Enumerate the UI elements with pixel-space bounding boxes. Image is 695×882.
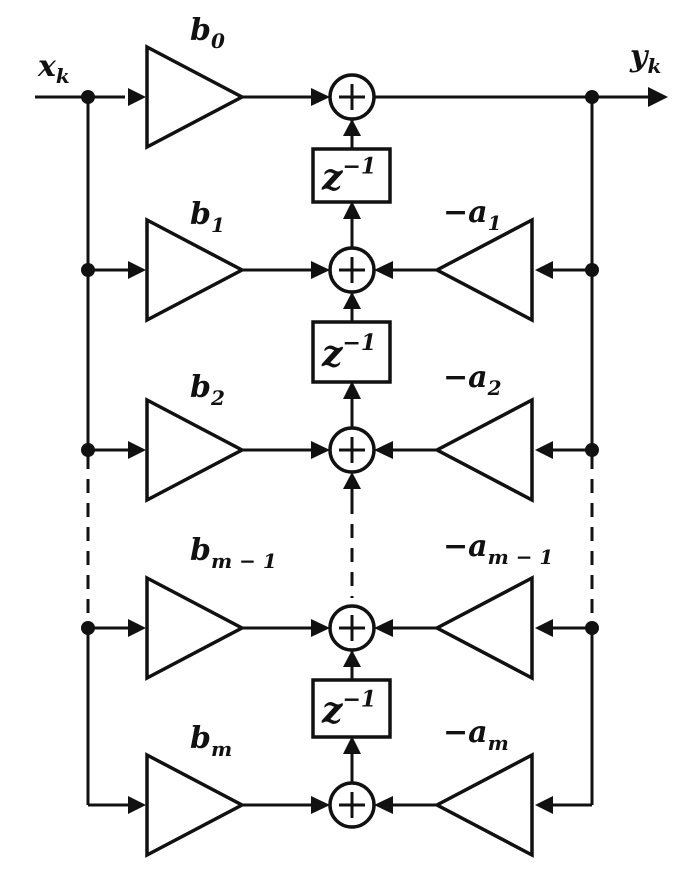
coefficient-a-label: −am bbox=[443, 715, 509, 755]
coefficient-b-label-subscript: m − 1 bbox=[211, 549, 277, 573]
delay-label: z−1 bbox=[321, 154, 376, 199]
arrow-up-icon bbox=[343, 650, 361, 667]
feedforward-gain-triangle bbox=[145, 575, 246, 681]
delay-label-exponent: −1 bbox=[342, 687, 376, 713]
arrow-left-icon bbox=[535, 796, 553, 814]
filter-stage: bm − 1−am − 1 bbox=[88, 529, 592, 681]
filter-stage: b0 bbox=[128, 13, 376, 150]
adder bbox=[328, 246, 376, 294]
coefficient-b-label-subscript: 1 bbox=[211, 213, 225, 237]
arrow-right-icon bbox=[128, 796, 146, 814]
arrow-right-icon bbox=[311, 441, 330, 459]
delay-label: z−1 bbox=[321, 330, 376, 375]
left-junction-dot bbox=[81, 90, 95, 104]
arrow-right-icon bbox=[128, 261, 146, 279]
coefficient-b-label-subscript: 0 bbox=[211, 29, 225, 53]
arrow-right-icon bbox=[128, 441, 146, 459]
adder bbox=[328, 73, 376, 121]
arrow-left-icon bbox=[535, 261, 553, 279]
delay-label: z−1 bbox=[321, 687, 376, 732]
arrow-right-icon bbox=[128, 88, 146, 106]
filter-stage: b1−a1 bbox=[88, 195, 592, 323]
feedback-gain-triangle bbox=[433, 397, 534, 503]
coefficient-a-label-subscript: 1 bbox=[488, 211, 502, 235]
coefficient-b-label: bm bbox=[190, 721, 232, 761]
coefficient-b-label: bm − 1 bbox=[190, 533, 277, 573]
adder bbox=[328, 604, 376, 652]
delay-element: z−1 bbox=[311, 650, 392, 783]
coefficient-a-label: −a2 bbox=[443, 360, 502, 400]
adder bbox=[328, 781, 376, 829]
feedback-gain-triangle bbox=[433, 217, 534, 323]
delay-label-exponent: −1 bbox=[342, 330, 376, 356]
delay-box bbox=[311, 678, 392, 739]
arrow-left-icon bbox=[374, 619, 393, 637]
feedback-gain-triangle bbox=[433, 575, 534, 681]
filter-stage: bm−am bbox=[88, 715, 592, 858]
delay-label-base: z bbox=[321, 157, 344, 199]
coefficient-b-label-base: b bbox=[190, 721, 211, 756]
arrow-right-icon bbox=[311, 261, 330, 279]
delay-label-exponent: −1 bbox=[342, 154, 376, 180]
arrow-up-icon bbox=[343, 292, 361, 309]
output-junction-dot bbox=[585, 90, 599, 104]
arrow-up-icon bbox=[343, 381, 361, 399]
feedback-gain-triangle bbox=[433, 752, 534, 858]
feedforward-gain-triangle bbox=[145, 752, 246, 858]
coefficient-b-label-base: b bbox=[190, 197, 211, 232]
arrow-up-icon bbox=[343, 119, 361, 136]
coefficient-b-label-base: b bbox=[190, 13, 211, 48]
coefficient-b-label-subscript: 2 bbox=[210, 386, 225, 410]
coefficient-b-label-base: b bbox=[190, 533, 211, 568]
coefficient-a-label: −a1 bbox=[443, 195, 502, 235]
arrow-up-icon bbox=[343, 472, 361, 489]
arrow-up-icon bbox=[343, 736, 361, 754]
arrow-right-icon bbox=[311, 619, 330, 637]
coefficient-b-label: b1 bbox=[190, 197, 225, 237]
coefficient-b-label-base: b bbox=[190, 370, 211, 405]
output-label: yk bbox=[629, 39, 661, 78]
delay-element: z−1 bbox=[311, 292, 392, 428]
coefficient-a-label-subscript: 2 bbox=[487, 376, 502, 400]
arrow-left-icon bbox=[374, 796, 393, 814]
delay-label-base: z bbox=[321, 690, 344, 732]
coefficient-b-label: b0 bbox=[190, 13, 225, 53]
coefficient-a-label-base: −a bbox=[443, 715, 488, 750]
feedforward-gain-triangle bbox=[145, 44, 246, 150]
delay-label-base: z bbox=[321, 333, 344, 375]
coefficient-b-label: b2 bbox=[190, 370, 225, 410]
feedforward-gain-triangle bbox=[145, 217, 246, 323]
input-label: xk bbox=[37, 49, 70, 88]
delay-box bbox=[311, 320, 392, 384]
coefficient-b-label-subscript: m bbox=[211, 737, 232, 761]
coefficient-a-label-subscript: m − 1 bbox=[488, 545, 554, 569]
output-arrow-icon bbox=[648, 87, 668, 107]
arrow-left-icon bbox=[374, 441, 393, 459]
delay-element: z−1 bbox=[311, 119, 392, 248]
arrow-left-icon bbox=[535, 441, 553, 459]
arrow-up-icon bbox=[343, 201, 361, 219]
filter-stage: b2−a2 bbox=[88, 360, 592, 503]
coefficient-a-label-base: −a bbox=[443, 195, 488, 230]
coefficient-a-label-base: −a bbox=[443, 529, 488, 564]
arrow-right-icon bbox=[311, 88, 330, 106]
adder bbox=[328, 426, 376, 474]
arrow-right-icon bbox=[311, 796, 330, 814]
arrow-left-icon bbox=[374, 261, 393, 279]
coefficient-a-label-base: −a bbox=[443, 360, 488, 395]
feedforward-gain-triangle bbox=[145, 397, 246, 503]
coefficient-a-label: −am − 1 bbox=[443, 529, 553, 569]
arrow-left-icon bbox=[535, 619, 553, 637]
arrow-right-icon bbox=[128, 619, 146, 637]
coefficient-a-label-subscript: m bbox=[488, 731, 509, 755]
